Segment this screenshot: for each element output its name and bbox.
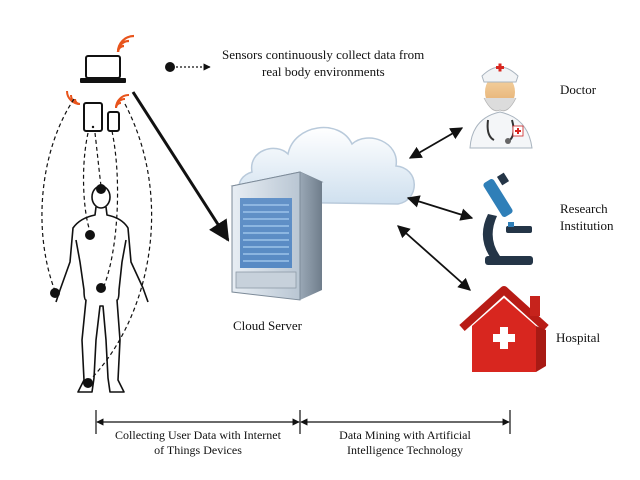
phase-left-line2: of Things Devices [154, 443, 242, 457]
cloud-server-label: Cloud Server [233, 318, 302, 333]
laptop-icon [80, 55, 126, 83]
tablet-icon [83, 102, 103, 132]
server-icon [230, 171, 324, 301]
phase-brackets [95, 410, 511, 434]
phase-right-line1: Data Mining with Artificial [339, 428, 471, 442]
research-label-line1: Research [560, 201, 608, 216]
legend-text-line2: real body environments [262, 64, 385, 79]
doctor-label: Doctor [560, 82, 597, 97]
phone-icon [107, 111, 120, 132]
phase-left-line1: Collecting User Data with Internet [115, 428, 281, 442]
cloud-research-arrow [406, 195, 474, 221]
microscope-icon [482, 172, 533, 265]
research-label-line2: Institution [560, 218, 614, 233]
phase-right-line2: Intelligence Technology [347, 443, 463, 457]
laptop-wifi-icon [116, 34, 135, 53]
legend-marker [165, 62, 211, 72]
legend-text-line1: Sensors continuously collect data from [222, 47, 425, 62]
body-sensor-dots [50, 184, 106, 388]
hospital-label: Hospital [556, 330, 601, 345]
tablet-wifi-icon [66, 90, 81, 105]
doctor-icon [469, 63, 533, 149]
sensor-links [41, 98, 153, 383]
phone-wifi-icon [115, 94, 130, 109]
devices-to-server-arrow [131, 91, 230, 242]
cloud-doctor-arrow [408, 127, 464, 159]
hospital-icon [459, 286, 549, 372]
cloud-hospital-arrow [397, 225, 471, 291]
